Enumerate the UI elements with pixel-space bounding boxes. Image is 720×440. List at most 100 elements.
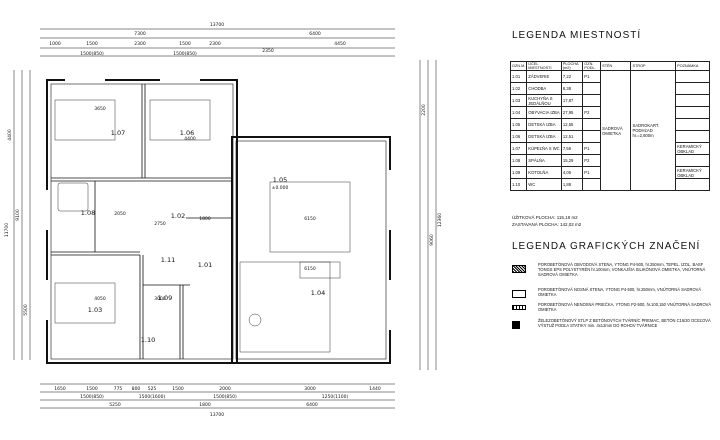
dim-top-1-b: 6400: [309, 31, 321, 37]
cell-floor: [582, 94, 602, 107]
furniture: [54, 99, 351, 353]
dim-bottom-2: 1250(1100): [322, 394, 349, 400]
cell-id: 1.07: [509, 142, 528, 155]
dim-top-2: 2350: [262, 48, 274, 54]
cell-floor: P1: [582, 142, 602, 155]
hatch-swatch: [512, 265, 526, 273]
cell-id: 1.08: [509, 154, 528, 167]
cell-area: 4,05: [560, 166, 584, 179]
cell-name: OBÝVACIA IZBA: [526, 106, 562, 119]
cell-floor: P1: [582, 166, 602, 179]
column-swatch: [512, 321, 520, 329]
dimension-text: 13700 7300 6400 1000 1500 2300 1500 2300…: [4, 22, 443, 418]
dim-right: 9060: [429, 234, 435, 246]
cell-area: 1,88: [560, 178, 584, 191]
room-label-1-02: 1.02: [171, 212, 185, 220]
cell-area: 7,22: [560, 70, 584, 83]
room-label-1-11: 1.11: [161, 256, 175, 264]
dim-bottom-3: 1800: [199, 402, 211, 408]
misc-dim: 3650: [94, 106, 106, 112]
legend-rooms-title: LEGENDA MIESTNOSTÍ: [512, 30, 642, 41]
cell-name: SPÁLŇA: [526, 154, 562, 167]
col-header: POZNÁMKA: [675, 61, 710, 71]
cell-id: 1.04: [509, 106, 528, 119]
room-legend-table: OZN.M. ÚČEL MIESTNOSTI PLOCHA (m2) OZN. …: [509, 61, 710, 191]
cell-area: 27,95: [560, 106, 584, 119]
cell-ceiling-finish: SADROKART. PODHĽAD hr.=2,600m: [630, 70, 677, 191]
legend-graphic-title: LEGENDA GRAFICKÝCH ZNAČENÍ: [512, 241, 701, 252]
dim-top-2: 1500: [179, 41, 191, 47]
cell-id: 1.10: [509, 178, 528, 191]
dim-left: 9100: [15, 209, 21, 221]
dim-bottom-3: 5250: [109, 402, 121, 408]
cell-floor: [582, 130, 602, 143]
cell-name: WC: [526, 178, 562, 191]
cell-floor: P2: [582, 106, 602, 119]
col-header-stene: STĚN: [600, 61, 632, 71]
misc-dim: 4400: [184, 136, 196, 142]
cell-note: [675, 106, 710, 119]
dim-bottom-outer: 13700: [210, 412, 224, 418]
col-header: ÚČEL MIESTNOSTI: [526, 61, 562, 71]
cell-name: KOTOLŇA: [526, 166, 562, 179]
room-label-1-06: 1.06: [180, 129, 194, 137]
legend-item-exterior-wall: POROBETÓNOVÁ OBVODOVÁ STENA, YTONG P4-50…: [512, 262, 712, 278]
dim-left-outer: 11700: [4, 223, 10, 237]
room-labels: 1.07 1.06 1.08 1.02 1.03 1.11 1.01 1.09 …: [81, 129, 325, 344]
level-mark: ±0.000: [272, 185, 289, 191]
cell-note: [675, 70, 710, 83]
col-header: OZN.M.: [509, 61, 528, 71]
legend-text: POROBETÓNOVÁ NOSNÁ STENA, YTONG P4-500, …: [538, 287, 702, 297]
dim-bottom-1: 800: [132, 386, 141, 392]
cell-wall-finish: SADROVÁ OMIETKA: [600, 70, 632, 191]
cell-area: 12,55: [560, 118, 584, 131]
built-area: ZASTAVANÁ PLOCHA: 142,02 m2: [512, 222, 582, 227]
dim-bottom-1: 2000: [219, 386, 231, 392]
dim-top-3: 1500(850): [80, 51, 104, 57]
cell-area: 17,87: [560, 94, 584, 107]
cell-area: 7,56: [560, 142, 584, 155]
legend-text: ŽELEZOBETÓNOVÝ STĹP Z BETÓNOVÝCH TVÁRNÍC…: [538, 318, 711, 328]
plain-swatch: [512, 290, 526, 298]
table-header-row: OZN.M. ÚČEL MIESTNOSTI PLOCHA (m2) OZN. …: [509, 61, 710, 71]
cell-name: DETSKÁ IZBA: [526, 118, 562, 131]
cell-note: [675, 82, 710, 95]
misc-dim: 6150: [304, 266, 316, 272]
dim-bottom-2: 1500(850): [213, 394, 237, 400]
partition-swatch: [512, 305, 526, 310]
dim-top-outer: 13700: [210, 22, 224, 28]
dim-top-2: 1500: [86, 41, 98, 47]
cell-note: KERAMICKÝ OBKLAD: [675, 142, 710, 155]
dim-top-2: 1000: [49, 41, 61, 47]
cell-id: 1.06: [509, 130, 528, 143]
dim-top-3: 1500(850): [173, 51, 197, 57]
cell-area: 8,38: [560, 82, 584, 95]
room-label-1-09: 1.09: [158, 294, 172, 302]
cell-note: [675, 178, 710, 191]
cell-floor: [582, 178, 602, 191]
legend-text: POROBETÓNOVÁ OBVODOVÁ STENA, YTONG P4-50…: [538, 262, 706, 277]
cell-note: [675, 154, 710, 167]
cell-id: 1.09: [509, 166, 528, 179]
dim-bottom-1: 1440: [369, 386, 381, 392]
dim-right: 12360: [437, 213, 443, 227]
cell-name: DETSKÁ IZBA: [526, 130, 562, 143]
dim-left: 4400: [7, 129, 13, 141]
room-label-1-07: 1.07: [111, 129, 125, 137]
floor-plan: 13700 7300 6400 1000 1500 2300 1500 2300…: [4, 22, 443, 418]
dim-top-2: 2300: [209, 41, 221, 47]
cell-id: 1.03: [509, 94, 528, 107]
cell-id: 1.05: [509, 118, 528, 131]
cell-name: CHODBA: [526, 82, 562, 95]
cell-name: ZÁDVERIE: [526, 70, 562, 83]
misc-dim: 3000: [154, 296, 166, 302]
dim-bottom-1: 1500: [86, 386, 98, 392]
windows: [45, 78, 392, 330]
room-label-1-01: 1.01: [198, 261, 212, 269]
dim-bottom-3: 6400: [306, 402, 318, 408]
col-header: PLOCHA (m2): [560, 61, 584, 71]
cell-floor: [582, 82, 602, 95]
